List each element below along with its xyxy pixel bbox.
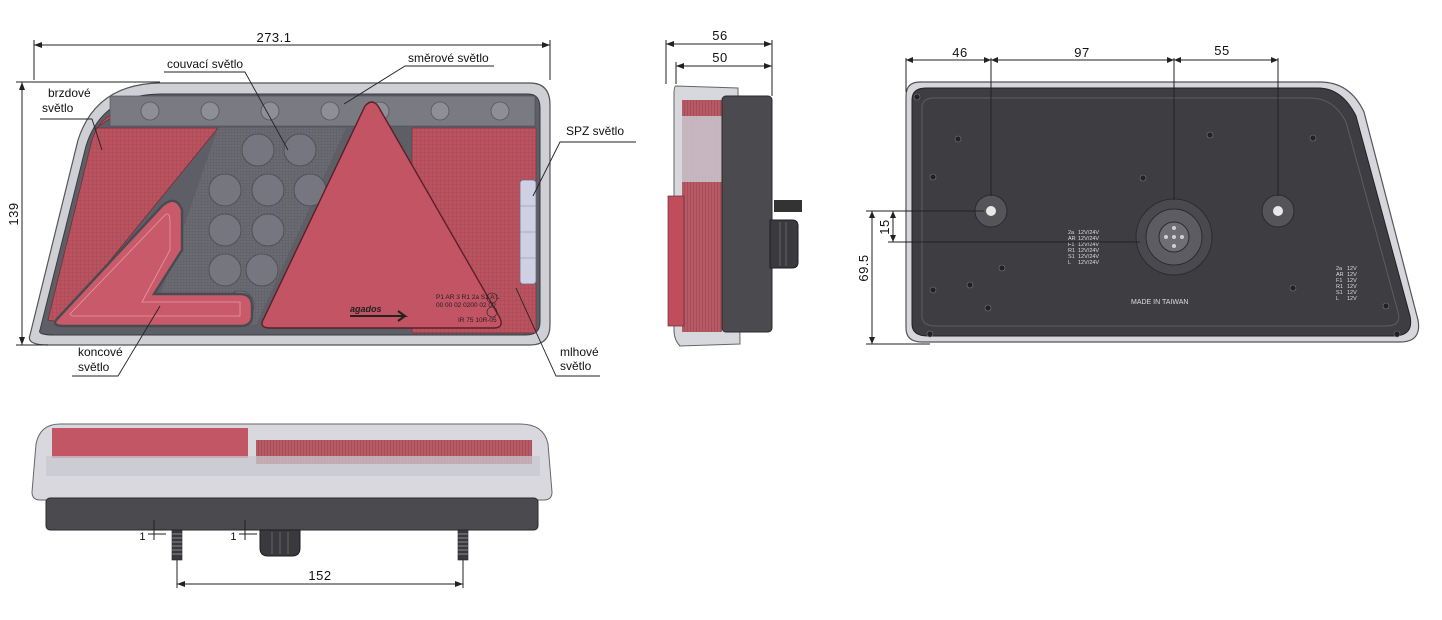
depth-body-dimension: 50 xyxy=(712,50,727,65)
leader-position xyxy=(72,305,161,377)
depth-body-dimension-line xyxy=(675,62,772,84)
label-fog-2: světlo xyxy=(560,359,592,373)
svg-text:12V: 12V xyxy=(1347,278,1357,284)
gap-left-marker xyxy=(148,520,166,540)
side-connector xyxy=(769,219,799,269)
reverse-light-area xyxy=(150,128,346,325)
svg-text:12V/24V: 12V/24V xyxy=(1078,260,1099,266)
svg-text:L: L xyxy=(1336,296,1339,302)
width-dimension: 273.1 xyxy=(256,30,291,45)
depth-total-dimension-line xyxy=(665,40,773,96)
side-view: 56 50 xyxy=(665,28,802,347)
svg-text:12V: 12V xyxy=(1347,296,1357,302)
approval-line-3: IR 75 10R-05 xyxy=(458,317,497,324)
leader-brake xyxy=(40,118,103,151)
label-reverse: couvací světlo xyxy=(167,57,243,71)
gap-left-dimension: 1 xyxy=(139,531,146,543)
bottom-view: 1 1 152 xyxy=(31,423,553,588)
origin-mark: MADE IN TAIWAN xyxy=(1131,299,1188,306)
e-mark-1 xyxy=(486,292,498,304)
e-mark-2 xyxy=(486,306,498,318)
svg-text:2a: 2a xyxy=(1336,266,1343,272)
bottom-stud-threads xyxy=(172,533,468,555)
svg-text:S1: S1 xyxy=(1336,290,1343,296)
back-dimension-small: 15 xyxy=(877,219,892,234)
svg-text:12V: 12V xyxy=(1347,272,1357,278)
side-connector-ribs xyxy=(779,222,787,266)
svg-text:12V/24V: 12V/24V xyxy=(1078,230,1099,236)
svg-text:12V/24V: 12V/24V xyxy=(1078,242,1099,248)
leader-plate xyxy=(532,141,636,197)
label-fog-1: mlhové xyxy=(560,345,599,359)
svg-text:12V: 12V xyxy=(1347,266,1357,272)
svg-text:AR: AR xyxy=(1068,236,1076,242)
approval-line-1: P1 AR 3 R1 2a S1 A L xyxy=(436,294,500,301)
height-dimension-line xyxy=(16,81,160,346)
svg-text:12V/24V: 12V/24V xyxy=(1078,254,1099,260)
svg-text:12V/24V: 12V/24V xyxy=(1078,248,1099,254)
back-inner-rim xyxy=(921,97,1400,327)
depth-total-dimension: 56 xyxy=(712,28,727,43)
svg-text:F1: F1 xyxy=(1068,242,1074,248)
svg-text:AR: AR xyxy=(1336,272,1344,278)
back-top-dimension-lines xyxy=(905,58,1279,200)
bottom-clear-strip xyxy=(46,456,540,476)
svg-text:R1: R1 xyxy=(1336,284,1343,290)
bottom-studs xyxy=(171,529,469,561)
back-dimension-c: 55 xyxy=(1214,43,1229,58)
svg-text:12V: 12V xyxy=(1347,284,1357,290)
svg-text:R1: R1 xyxy=(1068,248,1075,254)
svg-text:12V/24V: 12V/24V xyxy=(1078,236,1099,242)
svg-text:12V: 12V xyxy=(1347,290,1357,296)
position-light-tube xyxy=(53,199,254,328)
gap-right-dimension: 1 xyxy=(230,531,237,543)
back-connector-pins xyxy=(1164,226,1184,248)
brand-arrow xyxy=(350,310,409,322)
side-housing xyxy=(721,95,773,333)
leader-fog xyxy=(515,287,600,377)
brake-light-lens xyxy=(47,111,219,323)
bottom-connector-ribs xyxy=(271,532,289,554)
stud-spacing-dimension: 152 xyxy=(308,568,331,583)
back-dimension-center: 69.5 xyxy=(856,254,871,281)
gap-right-marker xyxy=(239,520,257,540)
brand-mark: agados xyxy=(350,304,382,314)
triangle-reflector xyxy=(261,101,502,329)
leader-reverse xyxy=(164,71,289,151)
plate-lamp-segments xyxy=(520,205,536,259)
position-light-highlight xyxy=(69,213,241,317)
bottom-housing xyxy=(45,497,539,531)
label-brake-2: světlo xyxy=(42,101,74,115)
label-plate: SPZ světlo xyxy=(566,124,624,138)
back-left-dimension-lines xyxy=(866,210,1140,345)
leader-turn xyxy=(343,65,494,105)
label-position-2: světlo xyxy=(78,360,110,374)
svg-text:S1: S1 xyxy=(1068,254,1075,260)
svg-text:L: L xyxy=(1068,260,1071,266)
back-dimension-a: 46 xyxy=(952,45,967,60)
height-dimension: 139 xyxy=(6,202,21,225)
side-red-lens xyxy=(667,195,685,327)
mount-hole-left-core xyxy=(986,206,996,216)
side-connector-stud xyxy=(774,200,802,212)
label-brake-1: brzdové xyxy=(48,86,91,100)
svg-text:2a: 2a xyxy=(1068,230,1075,236)
svg-text:F1: F1 xyxy=(1336,278,1342,284)
label-turn: směrové světlo xyxy=(408,51,489,65)
side-clear-lens xyxy=(682,116,726,182)
stud-spacing-line xyxy=(176,560,464,588)
front-view: agados P1 AR 3 R1 2a S1 A L 00 00 02 020… xyxy=(6,30,636,377)
approval-line-2: 00 00 02 0200 02 00 xyxy=(436,302,496,309)
back-screws xyxy=(913,93,1401,338)
label-position-1: koncové xyxy=(78,345,123,359)
back-dimension-b: 97 xyxy=(1074,45,1089,60)
mount-hole-right-core xyxy=(1273,206,1283,216)
width-dimension-line xyxy=(33,40,551,80)
bottom-red-lens-left xyxy=(52,428,248,458)
